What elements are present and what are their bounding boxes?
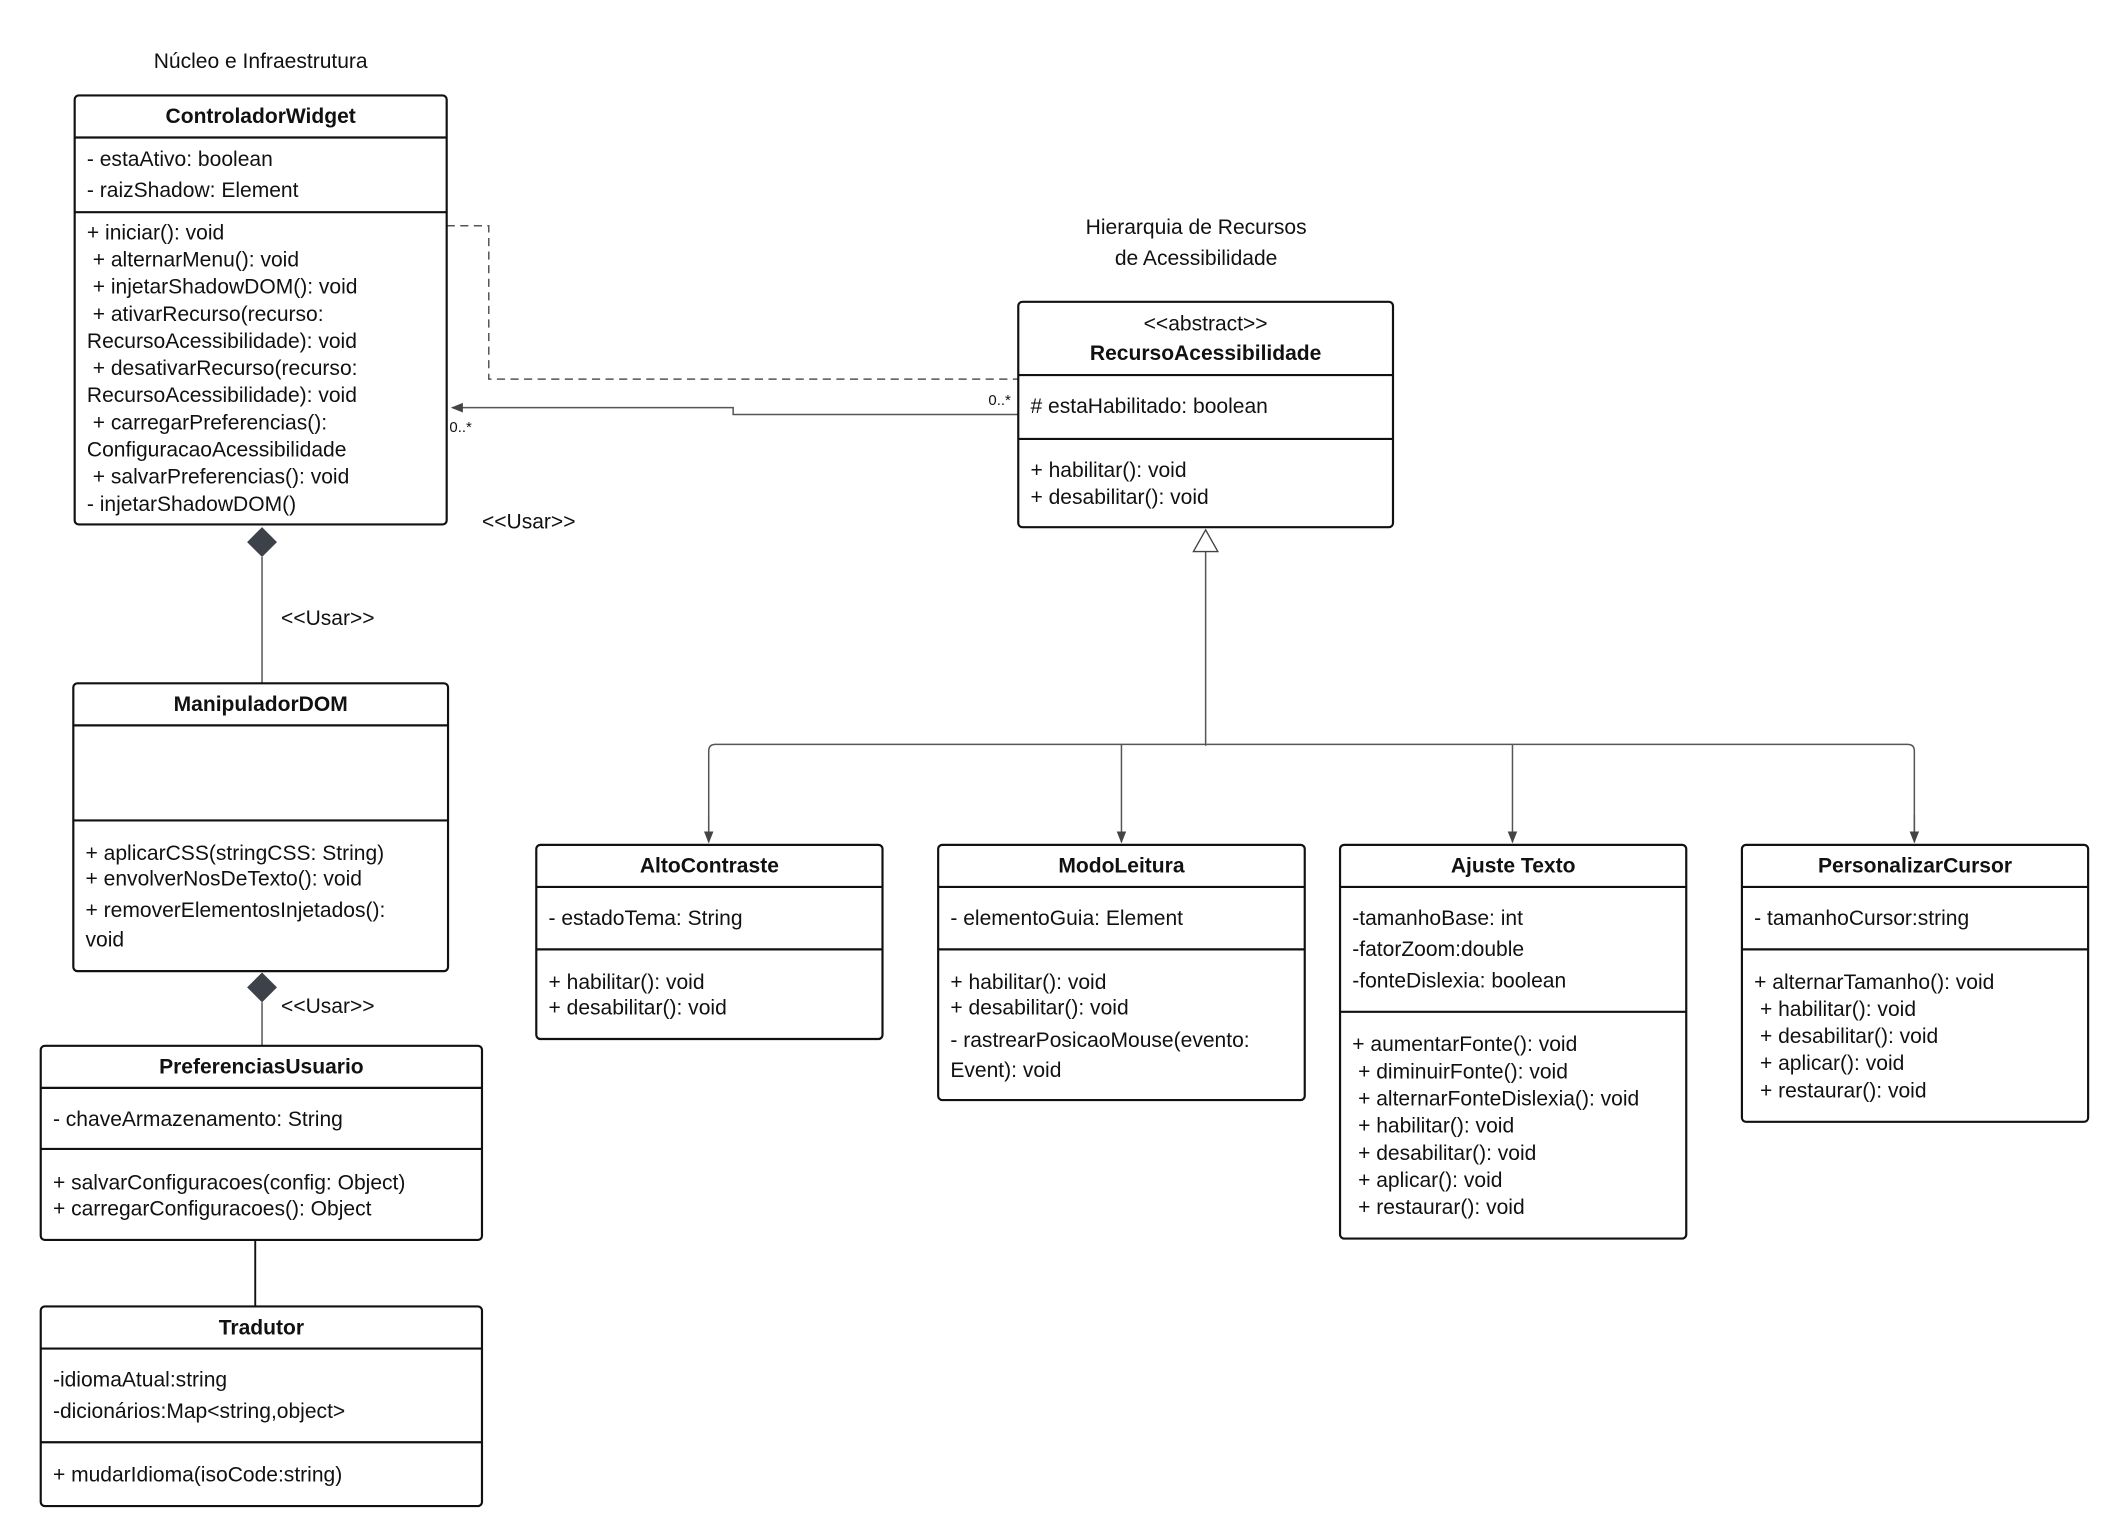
class-name: ControladorWidget bbox=[166, 105, 356, 128]
class-attribute: # estaHabilitado: boolean bbox=[1030, 395, 1267, 418]
class-name: PreferenciasUsuario bbox=[159, 1056, 364, 1079]
class-modoleitura[interactable]: ModoLeitura - elementoGuia: Element + habi… bbox=[937, 843, 1306, 1102]
class-box bbox=[1017, 300, 1395, 529]
class-method: RecursoAcessibilidade): void bbox=[87, 384, 357, 407]
class-method: + aplicar(): void bbox=[1352, 1169, 1502, 1192]
class-controladorwidget[interactable]: ControladorWidget - estaAtivo: boolean - r… bbox=[73, 94, 448, 526]
class-name: AltoContraste bbox=[640, 855, 779, 878]
class-preferenciasusuario[interactable]: PreferenciasUsuario - chaveArmazenamento:… bbox=[39, 1044, 484, 1242]
class-stereotype: <<abstract>> bbox=[1144, 312, 1268, 335]
class-method: + restaurar(): void bbox=[1754, 1079, 1926, 1102]
class-method: + habilitar(): void bbox=[549, 971, 705, 994]
class-attribute: - elementoGuia: Element bbox=[950, 907, 1183, 930]
package-label-core: Núcleo e Infraestrutura bbox=[154, 50, 368, 73]
class-altocontraste[interactable]: AltoContraste - estadoTema: String + habil… bbox=[535, 843, 884, 1041]
class-method: + desativarRecurso(recurso: bbox=[87, 357, 358, 380]
class-method: + habilitar(): void bbox=[1352, 1115, 1514, 1138]
class-name: ManipuladorDOM bbox=[174, 693, 348, 716]
class-attribute: - tamanhoCursor:string bbox=[1754, 907, 1969, 930]
class-attribute: - estaAtivo: boolean bbox=[87, 148, 273, 171]
class-method: - injetarShadowDOM() bbox=[87, 493, 296, 516]
class-method: + mudarIdioma(isoCode:string) bbox=[53, 1464, 342, 1487]
class-method: + desabilitar(): void bbox=[1754, 1025, 1938, 1048]
class-personalizarcursor[interactable]: PersonalizarCursor - tamanhoCursor:string… bbox=[1740, 843, 2090, 1123]
class-name: Tradutor bbox=[219, 1316, 304, 1339]
class-method: Event): void bbox=[950, 1059, 1061, 1082]
class-name: ModoLeitura bbox=[1058, 855, 1184, 878]
class-method: + iniciar(): void bbox=[87, 221, 224, 244]
class-box bbox=[73, 94, 448, 526]
class-box bbox=[937, 843, 1306, 1102]
class-box bbox=[72, 682, 450, 973]
multiplicity-target: 0..* bbox=[449, 419, 472, 436]
dependency-line bbox=[446, 224, 1019, 380]
class-method: + alternarMenu(): void bbox=[87, 248, 299, 271]
class-method: + injetarShadowDOM(): void bbox=[87, 276, 358, 299]
class-method: RecursoAcessibilidade): void bbox=[87, 330, 357, 353]
class-method: + carregarPreferencias(): bbox=[87, 411, 327, 434]
class-ajuste-texto[interactable]: Ajuste Texto -tamanhoBase: int -fatorZoom:… bbox=[1338, 843, 1688, 1240]
composition-diamond-icon bbox=[247, 527, 277, 558]
class-box bbox=[535, 843, 884, 1041]
class-name: Ajuste Texto bbox=[1451, 855, 1576, 878]
class-method: + salvarPreferencias(): void bbox=[87, 466, 349, 489]
class-method: ConfiguracaoAcessibilidade bbox=[87, 439, 347, 462]
class-method: - rastrearPosicaoMouse(evento: bbox=[950, 1029, 1249, 1052]
class-method: + salvarConfiguracoes(config: Object) bbox=[53, 1172, 405, 1195]
class-attribute: - chaveArmazenamento: String bbox=[53, 1108, 343, 1131]
class-method: + aplicar(): void bbox=[1754, 1052, 1904, 1075]
class-box bbox=[1338, 843, 1688, 1240]
usar-label-2: <<Usar>> bbox=[281, 607, 375, 630]
class-method: void bbox=[86, 929, 125, 952]
class-attribute: -tamanhoBase: int bbox=[1352, 907, 1523, 930]
multiplicity-source: 0..* bbox=[988, 392, 1011, 409]
package-label-hierarchy-1: Hierarquia de Recursos bbox=[1086, 216, 1307, 239]
class-method: + desabilitar(): void bbox=[1352, 1142, 1536, 1165]
generalization-triangle-icon bbox=[1192, 528, 1220, 553]
class-method: + habilitar(): void bbox=[1030, 459, 1186, 482]
composition-diamond-icon bbox=[247, 972, 277, 1003]
class-method: + removerElementosInjetados(): bbox=[86, 899, 386, 922]
class-method: + desabilitar(): void bbox=[1030, 486, 1208, 509]
class-manipuladordom[interactable]: ManipuladorDOM + aplicarCSS(stringCSS: St… bbox=[72, 682, 450, 973]
class-attribute: -fonteDislexia: boolean bbox=[1352, 969, 1566, 992]
class-method: + ativarRecurso(recurso: bbox=[87, 303, 324, 326]
class-method: + aumentarFonte(): void bbox=[1352, 1033, 1577, 1056]
class-attribute: - raizShadow: Element bbox=[87, 179, 299, 202]
class-method: + diminuirFonte(): void bbox=[1352, 1060, 1568, 1083]
class-box bbox=[1740, 843, 2090, 1123]
class-attribute: -dicionários:Map<string,object> bbox=[53, 1400, 345, 1423]
inheritance-bus bbox=[707, 743, 1916, 843]
usar-label-1: <<Usar>> bbox=[482, 511, 576, 534]
class-name: PersonalizarCursor bbox=[1818, 855, 2012, 878]
association-line bbox=[450, 402, 1019, 416]
class-tradutor[interactable]: Tradutor -idiomaAtual:string -dicionários:… bbox=[39, 1305, 484, 1508]
class-box bbox=[39, 1044, 484, 1242]
class-box bbox=[39, 1305, 484, 1508]
class-method: + envolverNosDeTexto(): void bbox=[86, 868, 362, 891]
class-method: + desabilitar(): void bbox=[549, 997, 727, 1020]
class-attribute: -fatorZoom:double bbox=[1352, 938, 1524, 961]
class-method: + alternarFonteDislexia(): void bbox=[1352, 1088, 1639, 1111]
class-method: + habilitar(): void bbox=[950, 971, 1106, 994]
package-label-hierarchy-2: de Acessibilidade bbox=[1115, 247, 1278, 270]
class-method: + carregarConfiguracoes(): Object bbox=[53, 1198, 372, 1221]
class-recursoacessibilidade[interactable]: <<abstract>> RecursoAcessibilidade # estaH… bbox=[1017, 300, 1395, 529]
class-method: + alternarTamanho(): void bbox=[1754, 971, 1994, 994]
class-method: + desabilitar(): void bbox=[950, 997, 1128, 1020]
class-method: + restaurar(): void bbox=[1352, 1196, 1524, 1219]
usar-label-3: <<Usar>> bbox=[281, 995, 375, 1018]
class-attribute: - estadoTema: String bbox=[549, 907, 743, 930]
class-method: + aplicarCSS(stringCSS: String) bbox=[86, 842, 385, 865]
class-name: RecursoAcessibilidade bbox=[1090, 342, 1321, 365]
class-method: + habilitar(): void bbox=[1754, 998, 1916, 1021]
class-attribute: -idiomaAtual:string bbox=[53, 1369, 227, 1392]
